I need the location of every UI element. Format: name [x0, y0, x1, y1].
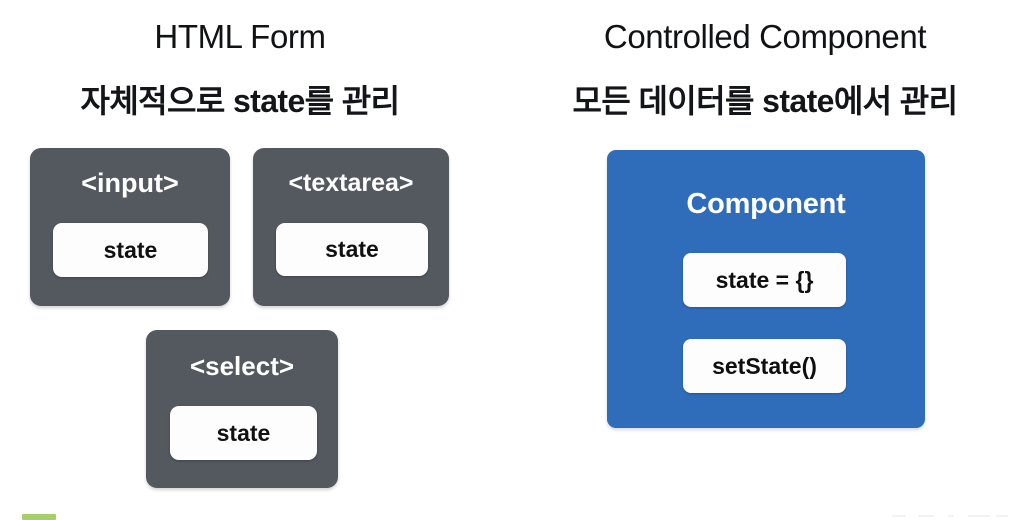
- component-state-pill: state = {}: [683, 253, 846, 307]
- component-card: Component state = {} setState(): [607, 150, 925, 428]
- footer-faint-marks: [892, 512, 1008, 519]
- component-setstate-pill: setState(): [683, 339, 846, 393]
- textarea-tag-label: <textarea>: [288, 169, 414, 197]
- textarea-state-pill: state: [276, 223, 428, 276]
- html-element-card-textarea: <textarea> state: [253, 148, 449, 306]
- input-tag-label: <input>: [81, 168, 179, 198]
- left-column-title: HTML Form: [154, 18, 326, 55]
- footer-green-bar: [22, 514, 56, 520]
- right-column-title: Controlled Component: [603, 18, 927, 55]
- right-column-subtitle: 모든 데이터를 state에서 관리: [572, 83, 959, 119]
- left-column-subtitle: 자체적으로 state를 관리: [80, 83, 400, 119]
- select-tag-label: <select>: [189, 351, 295, 381]
- input-state-pill: state: [53, 223, 208, 277]
- select-state-pill: state: [170, 406, 317, 460]
- html-element-card-select: <select> state: [146, 330, 338, 488]
- component-card-title: Component: [686, 188, 846, 220]
- html-element-card-input: <input> state: [30, 148, 230, 306]
